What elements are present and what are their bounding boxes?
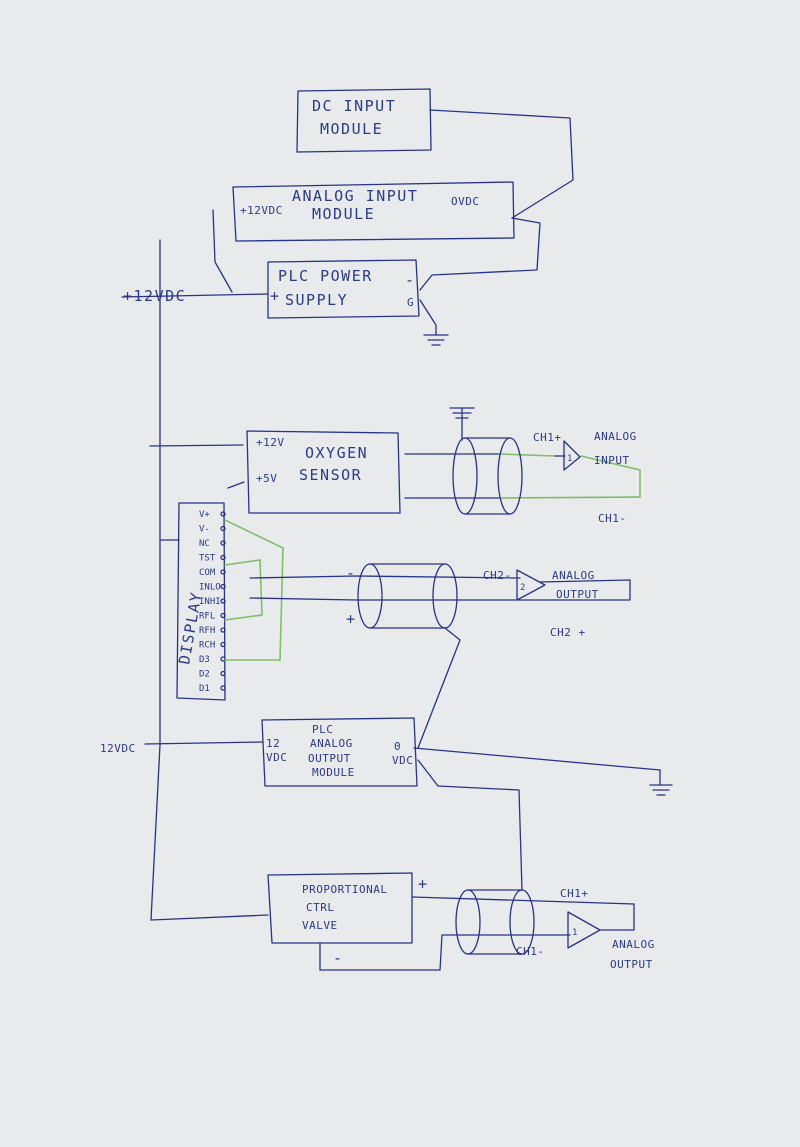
display-pin-label: RFL — [199, 612, 215, 622]
plc-analog-output-module: 12 VDC PLC ANALOG OUTPUT MODULE 0 VDC — [261, 717, 418, 787]
valve-label-3: VALVE — [302, 919, 338, 932]
oxygen-sensor: +12V +5V OXYGEN SENSOR — [246, 430, 401, 514]
display-pin-terminal — [220, 598, 226, 604]
display-pin-terminal — [220, 511, 226, 517]
display-pin-label: V+ — [199, 510, 210, 520]
valve-plus: + — [418, 875, 429, 893]
display-pin-terminal — [220, 641, 226, 648]
cable-minus-label: - — [346, 564, 357, 582]
display-pin-label: D3 — [199, 655, 210, 665]
power-supply-label-2: SUPPLY — [285, 291, 348, 309]
oxygen-label-1: OXYGEN — [305, 444, 368, 462]
analog-input-amp-label-2: INPUT — [594, 454, 630, 467]
supply-rail: +12VDC 12VDC — [100, 209, 269, 921]
analog-input-pos-label: +12VDC — [240, 204, 283, 217]
analog-output-pos-label-2: VDC — [266, 751, 287, 764]
display-pin-terminal — [220, 612, 226, 619]
oxygen-label-2: SENSOR — [299, 466, 362, 484]
display-pin-label: D2 — [199, 670, 210, 680]
ch1b-plus-label: CH1+ — [560, 887, 589, 900]
power-supply-plus: + — [270, 287, 281, 305]
display-pin-terminal — [220, 525, 226, 532]
ch2-plus-label: CH2 + — [550, 626, 586, 639]
display-pin-label: TST — [199, 554, 216, 564]
analog-input-neg-label: OVDC — [451, 195, 480, 208]
analog-output-amp-label-1: ANALOG — [552, 569, 595, 582]
ch1-plus-label: CH1+ — [533, 431, 562, 444]
analog-output-label-2: ANALOG — [310, 737, 353, 750]
cable-plus-label: + — [346, 610, 357, 628]
analog-input-label-1: ANALOG INPUT — [292, 187, 418, 205]
oxygen-12v-label: +12V — [256, 436, 285, 449]
display-module: DISPLAY V+V-NCTSTCOMINLOINHIRFLRFHRCHD3D… — [175, 502, 226, 701]
analog-output-neg-label-2: VDC — [392, 754, 413, 767]
valve-label-1: PROPORTIONAL — [302, 883, 387, 896]
valve-wiring: 1 CH1+ CH1- ANALOG OUTPUT — [319, 887, 655, 971]
analog-output-amp-label-2: OUTPUT — [556, 588, 599, 601]
display-pin-terminal — [220, 583, 226, 590]
proportional-ctrl-valve: PROPORTIONAL CTRL VALVE + - — [267, 872, 429, 967]
valve-label-2: CTRL — [306, 901, 335, 914]
display-pin-label: INLO — [199, 583, 221, 593]
power-supply-g: G — [407, 296, 414, 309]
analog-output-amp2-label-1: ANALOG — [612, 938, 655, 951]
amp3-label: 1 — [572, 928, 577, 938]
plc-power-supply: PLC POWER SUPPLY + - G — [267, 259, 420, 319]
analog-input-label-2: MODULE — [312, 205, 375, 223]
ch1-minus-label: CH1- — [598, 512, 627, 525]
display-pin-label: RCH — [199, 641, 215, 651]
display-pin-label: RFH — [199, 626, 215, 636]
analog-output-pos-label-1: 12 — [266, 737, 280, 750]
ch1b-minus-label: CH1- — [516, 945, 545, 958]
power-supply-label-1: PLC POWER — [278, 267, 373, 285]
analog-output-amp2-label-2: OUTPUT — [610, 958, 653, 971]
display-pin-label: D1 — [199, 684, 210, 694]
display-pin-terminal — [220, 569, 226, 575]
analog-output-label-1: PLC — [312, 723, 333, 736]
display-pin-terminal — [220, 554, 226, 561]
amp1-label: 1 — [567, 454, 572, 464]
dc-input-module: DC INPUT MODULE — [296, 88, 432, 153]
dc-input-label-2: MODULE — [320, 120, 383, 138]
display-pin-label: COM — [199, 568, 216, 578]
display-pin-label: INHI — [199, 597, 221, 607]
analog-output-label-4: MODULE — [312, 766, 355, 779]
analog-input-amp-label-1: ANALOG — [594, 430, 637, 443]
analog-input-channel: 1 CH1+ ANALOG INPUT CH1- — [227, 407, 641, 525]
display-pin-terminal — [220, 685, 226, 691]
display-pin-terminal — [220, 670, 226, 677]
amp2-label: 2 — [520, 583, 525, 593]
display-pin-label: NC — [199, 539, 210, 549]
oxygen-5v-label: +5V — [256, 472, 277, 485]
display-pin-terminal — [220, 540, 226, 546]
display-pin-label: V- — [199, 525, 210, 535]
power-supply-minus: - — [405, 271, 416, 289]
top-wiring — [419, 109, 574, 346]
analog-output-channel: 2 CH2- ANALOG OUTPUT CH2 + + - — [224, 519, 631, 749]
analog-input-module: +12VDC ANALOG INPUT MODULE OVDC — [232, 181, 515, 242]
display-pin-terminal — [220, 627, 226, 633]
analog-output-neg-label-1: 0 — [394, 740, 401, 753]
valve-minus: - — [333, 949, 344, 967]
analog-output-label-3: OUTPUT — [308, 752, 351, 765]
supply-mid-label: 12VDC — [100, 742, 136, 755]
dc-input-label-1: DC INPUT — [312, 97, 396, 115]
display-pin-terminal — [220, 656, 226, 662]
ch2-minus-label: CH2- — [483, 569, 512, 582]
analog-output-wiring — [413, 747, 673, 891]
